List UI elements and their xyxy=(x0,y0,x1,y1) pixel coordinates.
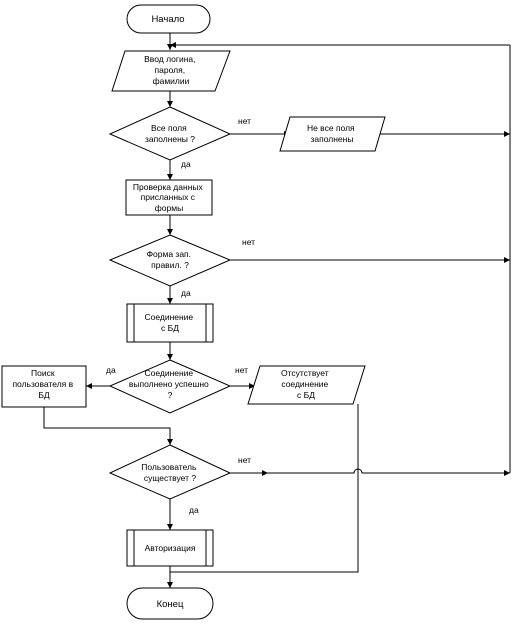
arrow-no-connection-to-end xyxy=(170,404,359,573)
end-terminator xyxy=(126,587,214,620)
label-no-user: нет xyxy=(238,455,251,465)
label-yes-connection: да xyxy=(106,365,116,375)
authorization-label: Авторизация xyxy=(145,543,196,553)
check-form-data-label: Проверка данных присланных с формы xyxy=(133,182,205,213)
no-connection-parallelogram xyxy=(247,365,366,405)
form-valid-label: Форма зап. правил. ? xyxy=(147,249,194,270)
input-parallelogram xyxy=(111,50,231,92)
fields-not-filled-label: Не все поля заполнены xyxy=(307,123,357,144)
fields-not-filled-parallelogram xyxy=(279,116,386,152)
find-user-process xyxy=(1,365,87,408)
start-terminator xyxy=(126,4,211,34)
user-exists-label: Пользователь существует ? xyxy=(141,462,199,483)
label-yes-user: да xyxy=(189,505,199,515)
form-valid-decision xyxy=(108,234,232,287)
find-user-label: Поиск пользователя в БД xyxy=(12,368,75,400)
arrow-find-user-to-user-exists xyxy=(43,407,173,445)
label-no-form: нет xyxy=(242,237,255,247)
connection-ok-label: Соединение выполнено успешно ? xyxy=(129,368,211,400)
end-label: Конец xyxy=(157,599,184,610)
arrow-user-exists-no xyxy=(230,468,510,476)
check-fields-label: Все поля заполнены ? xyxy=(145,123,195,144)
label-no-fields: нет xyxy=(238,116,251,126)
label-yes-fields: да xyxy=(181,159,191,169)
input-label: Ввод логина, пароля, фамилии xyxy=(144,54,198,86)
connection-ok-decision xyxy=(108,359,232,414)
no-connection-label: Отсутствует соединение с БД xyxy=(281,368,331,400)
label-no-connection: нет xyxy=(235,365,248,375)
check-fields-decision xyxy=(108,106,232,161)
check-form-data-process xyxy=(125,179,213,216)
db-connect-subprocess xyxy=(126,303,214,343)
db-connect-label: Соединение с БД xyxy=(144,312,195,333)
start-label: Начало xyxy=(151,14,184,25)
label-yes-form: да xyxy=(181,288,191,298)
authorization-subprocess xyxy=(126,529,214,567)
user-exists-decision xyxy=(108,444,232,500)
